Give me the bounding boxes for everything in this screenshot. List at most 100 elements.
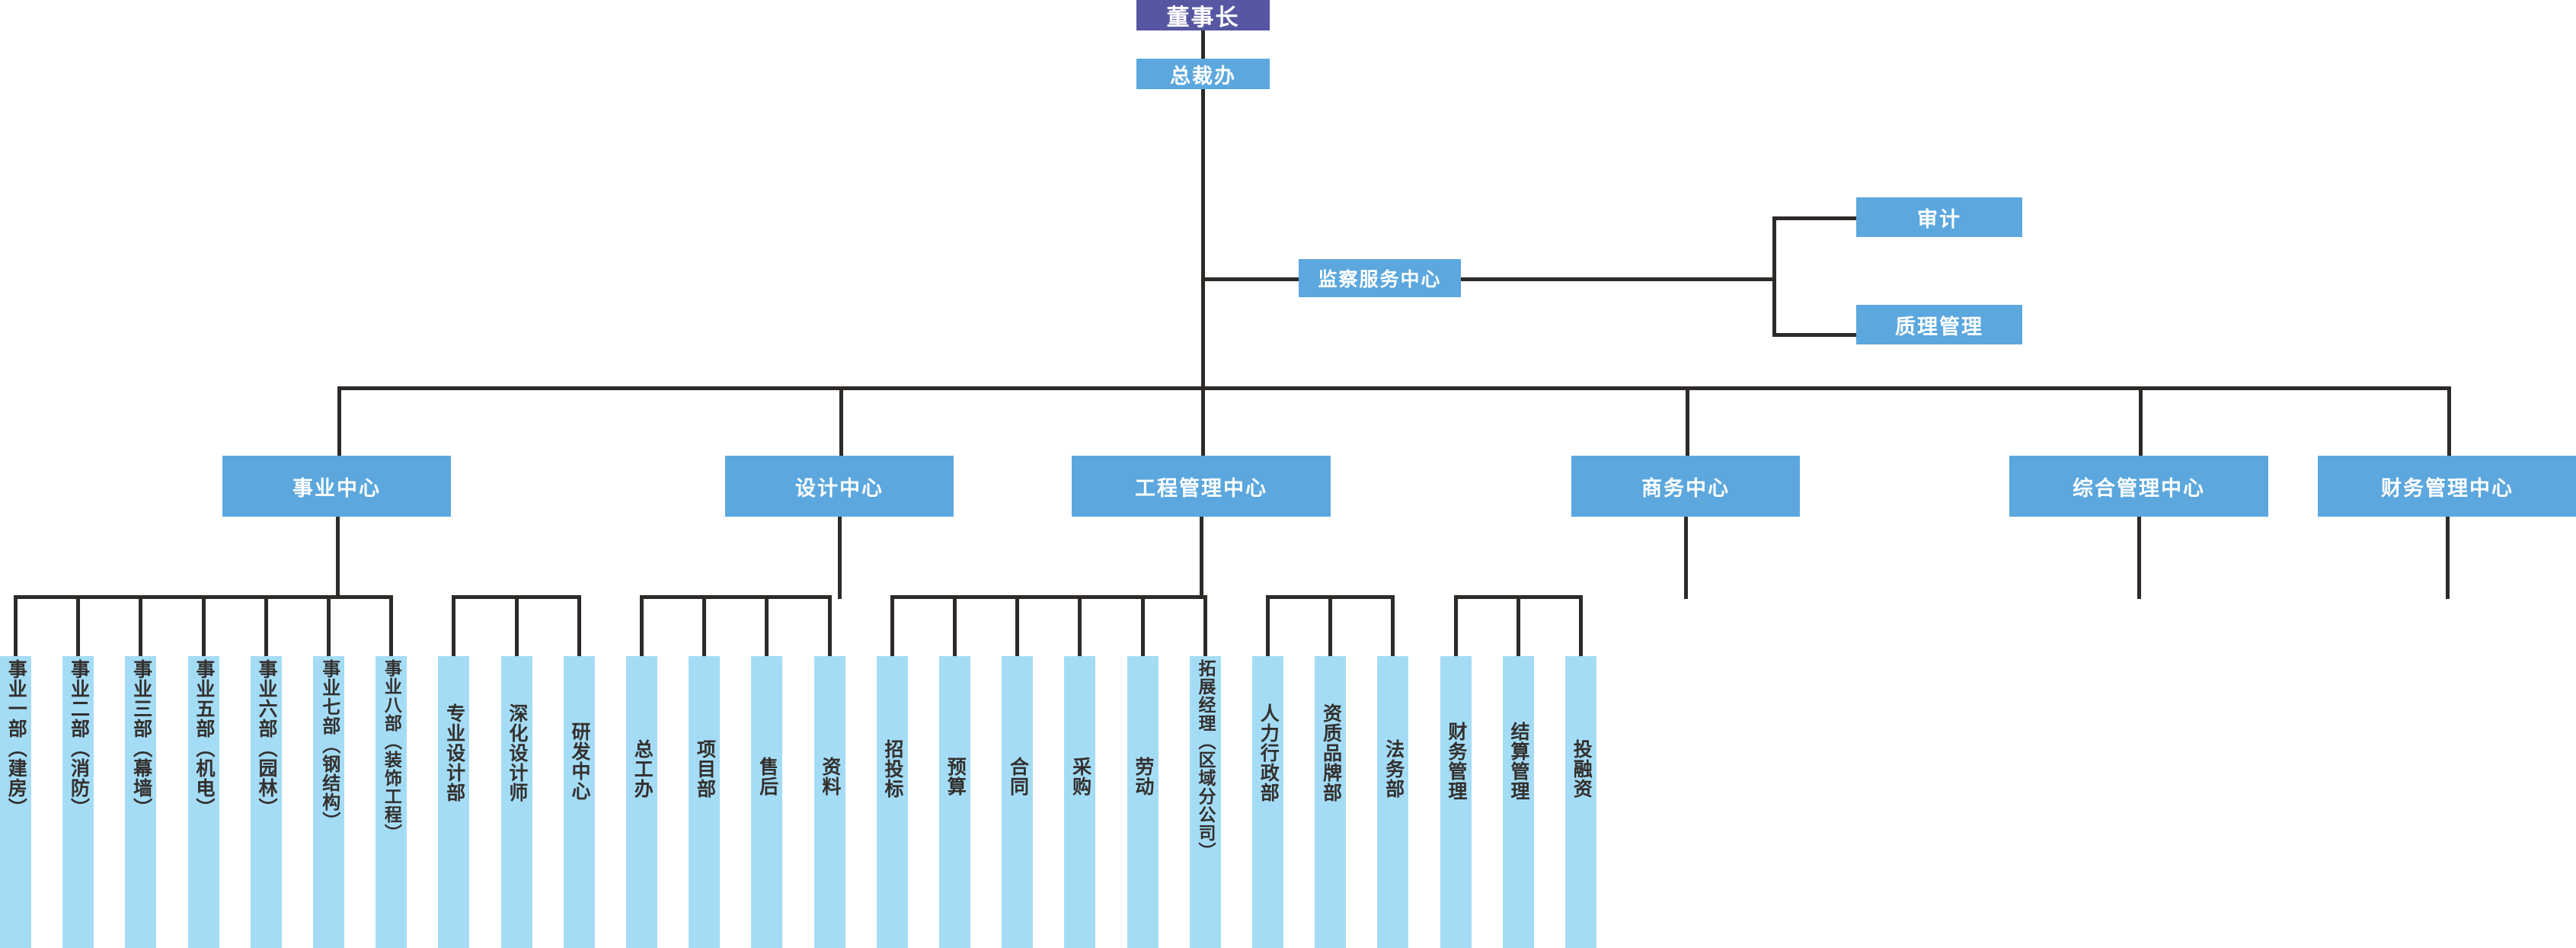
connector-department-drop [1140, 595, 1145, 656]
department-box[interactable]: 资料 [813, 656, 845, 948]
node-quality-management[interactable]: 质理管理 [1856, 305, 2022, 344]
department-label: 深化设计师 [506, 703, 528, 802]
department-box[interactable]: 事业二部（消防） [62, 656, 94, 948]
department-label: 人力行政部 [1258, 703, 1280, 802]
connector-group-bus [452, 595, 581, 599]
node-engineering-center[interactable]: 工程管理中心 [1072, 456, 1331, 517]
connector-chairman-to-president [1201, 30, 1205, 59]
connector-center-stem [837, 517, 842, 599]
connector-group-bus [1266, 595, 1395, 599]
department-box[interactable]: 人力行政部 [1252, 656, 1283, 948]
connector-department-drop [702, 595, 707, 656]
department-box[interactable]: 采购 [1064, 656, 1096, 948]
node-design-center[interactable]: 设计中心 [725, 456, 954, 517]
department-box[interactable]: 财务管理 [1440, 656, 1472, 948]
connector-department-drop [827, 595, 832, 656]
department-label: 研发中心 [569, 722, 591, 801]
connector-department-drop [1266, 595, 1270, 656]
department-box[interactable]: 事业五部（机电） [187, 656, 219, 948]
connector-drop-finance-center [2447, 386, 2451, 456]
department-box[interactable]: 资质品牌部 [1315, 656, 1347, 948]
department-label: 投融资 [1571, 739, 1593, 799]
connector-department-drop [953, 595, 957, 656]
connector-department-drop [201, 595, 206, 656]
connector-department-drop [1391, 595, 1395, 656]
connector-department-drop [76, 595, 81, 656]
department-label: 资料 [819, 757, 841, 796]
node-audit[interactable]: 审计 [1856, 197, 2022, 237]
department-box[interactable]: 投融资 [1565, 656, 1596, 948]
connector-group-bus [1453, 595, 1583, 599]
department-label: 预算 [944, 757, 967, 796]
connector-department-drop [765, 595, 769, 656]
department-label: 招投标 [882, 739, 904, 799]
node-business-center[interactable]: 事业中心 [222, 456, 451, 517]
department-label: 专业设计部 [443, 703, 465, 802]
connector-supervision-right [1461, 277, 1776, 281]
node-supervision-center[interactable]: 监察服务中心 [1299, 259, 1461, 297]
connector-center-stem [2137, 517, 2141, 599]
connector-department-drop [14, 595, 18, 656]
department-box[interactable]: 专业设计部 [438, 656, 470, 948]
connector-center-stem [335, 517, 340, 599]
department-label: 财务管理 [1445, 722, 1467, 801]
department-box[interactable]: 合同 [1002, 656, 1034, 948]
connector-department-drop [577, 595, 581, 656]
department-box[interactable]: 总工办 [626, 656, 657, 948]
connector-group-bus [640, 595, 832, 599]
node-general-admin-center[interactable]: 综合管理中心 [2009, 456, 2268, 517]
department-box[interactable]: 结算管理 [1502, 656, 1534, 948]
connector-department-drop [139, 595, 143, 656]
connector-department-drop [452, 595, 456, 656]
department-label: 资质品牌部 [1320, 703, 1342, 802]
department-box[interactable]: 预算 [939, 656, 970, 948]
connector-drop-general-admin-center [2139, 386, 2143, 456]
department-box[interactable]: 事业一部（建房） [0, 656, 31, 948]
department-box[interactable]: 事业七部（钢结构） [313, 656, 344, 948]
department-box[interactable]: 事业六部（园林） [250, 656, 282, 948]
department-label: 事业三部（幕墙） [130, 659, 152, 818]
connector-department-drop [890, 595, 894, 656]
department-label: 劳动 [1132, 757, 1154, 796]
connector-supervision-split-vertical [1772, 216, 1776, 337]
department-label: 事业一部（建房） [5, 659, 27, 818]
department-box[interactable]: 劳动 [1127, 656, 1159, 948]
department-label: 事业八部（装饰工程） [382, 659, 402, 842]
connector-department-drop [1579, 595, 1583, 656]
department-label: 事业七部（钢结构） [318, 659, 340, 831]
department-box[interactable]: 拓展经理（区域分公司） [1189, 656, 1221, 948]
connector-department-drop [514, 595, 519, 656]
department-label: 采购 [1069, 757, 1091, 796]
department-label: 售后 [756, 757, 778, 796]
department-label: 事业六部（园林） [256, 659, 278, 818]
department-box[interactable]: 法务部 [1377, 656, 1409, 948]
department-label: 法务部 [1382, 739, 1405, 799]
department-label: 合同 [1007, 757, 1029, 796]
node-president-office[interactable]: 总裁办 [1136, 59, 1270, 89]
department-box[interactable]: 事业三部（幕墙） [125, 656, 157, 948]
connector-center-stem [2445, 517, 2450, 599]
connector-center-row-bus [337, 386, 2447, 390]
node-chairman[interactable]: 董事长 [1136, 0, 1270, 30]
department-label: 拓展经理（区域分公司） [1196, 659, 1216, 860]
department-box[interactable]: 项目部 [689, 656, 721, 948]
department-box[interactable]: 深化设计师 [500, 656, 532, 948]
connector-department-drop [1203, 595, 1207, 656]
connector-group-bus [14, 595, 394, 599]
department-box[interactable]: 事业八部（装饰工程） [376, 656, 407, 948]
department-box[interactable]: 售后 [751, 656, 783, 948]
department-box[interactable]: 招投标 [876, 656, 908, 948]
connector-drop-business-center [337, 386, 341, 456]
connector-president-trunk [1201, 89, 1205, 386]
department-label: 事业五部（机电） [193, 659, 215, 818]
node-finance-center[interactable]: 财务管理中心 [2318, 456, 2576, 517]
connector-department-drop [1453, 595, 1458, 656]
department-label: 项目部 [694, 739, 716, 799]
connector-department-drop [327, 595, 331, 656]
connector-center-stem [1683, 517, 1688, 599]
connector-supervision-to-quality [1772, 333, 1858, 337]
node-commerce-center[interactable]: 商务中心 [1571, 456, 1800, 517]
department-box[interactable]: 研发中心 [563, 656, 595, 948]
connector-supervision-to-audit [1772, 216, 1858, 220]
